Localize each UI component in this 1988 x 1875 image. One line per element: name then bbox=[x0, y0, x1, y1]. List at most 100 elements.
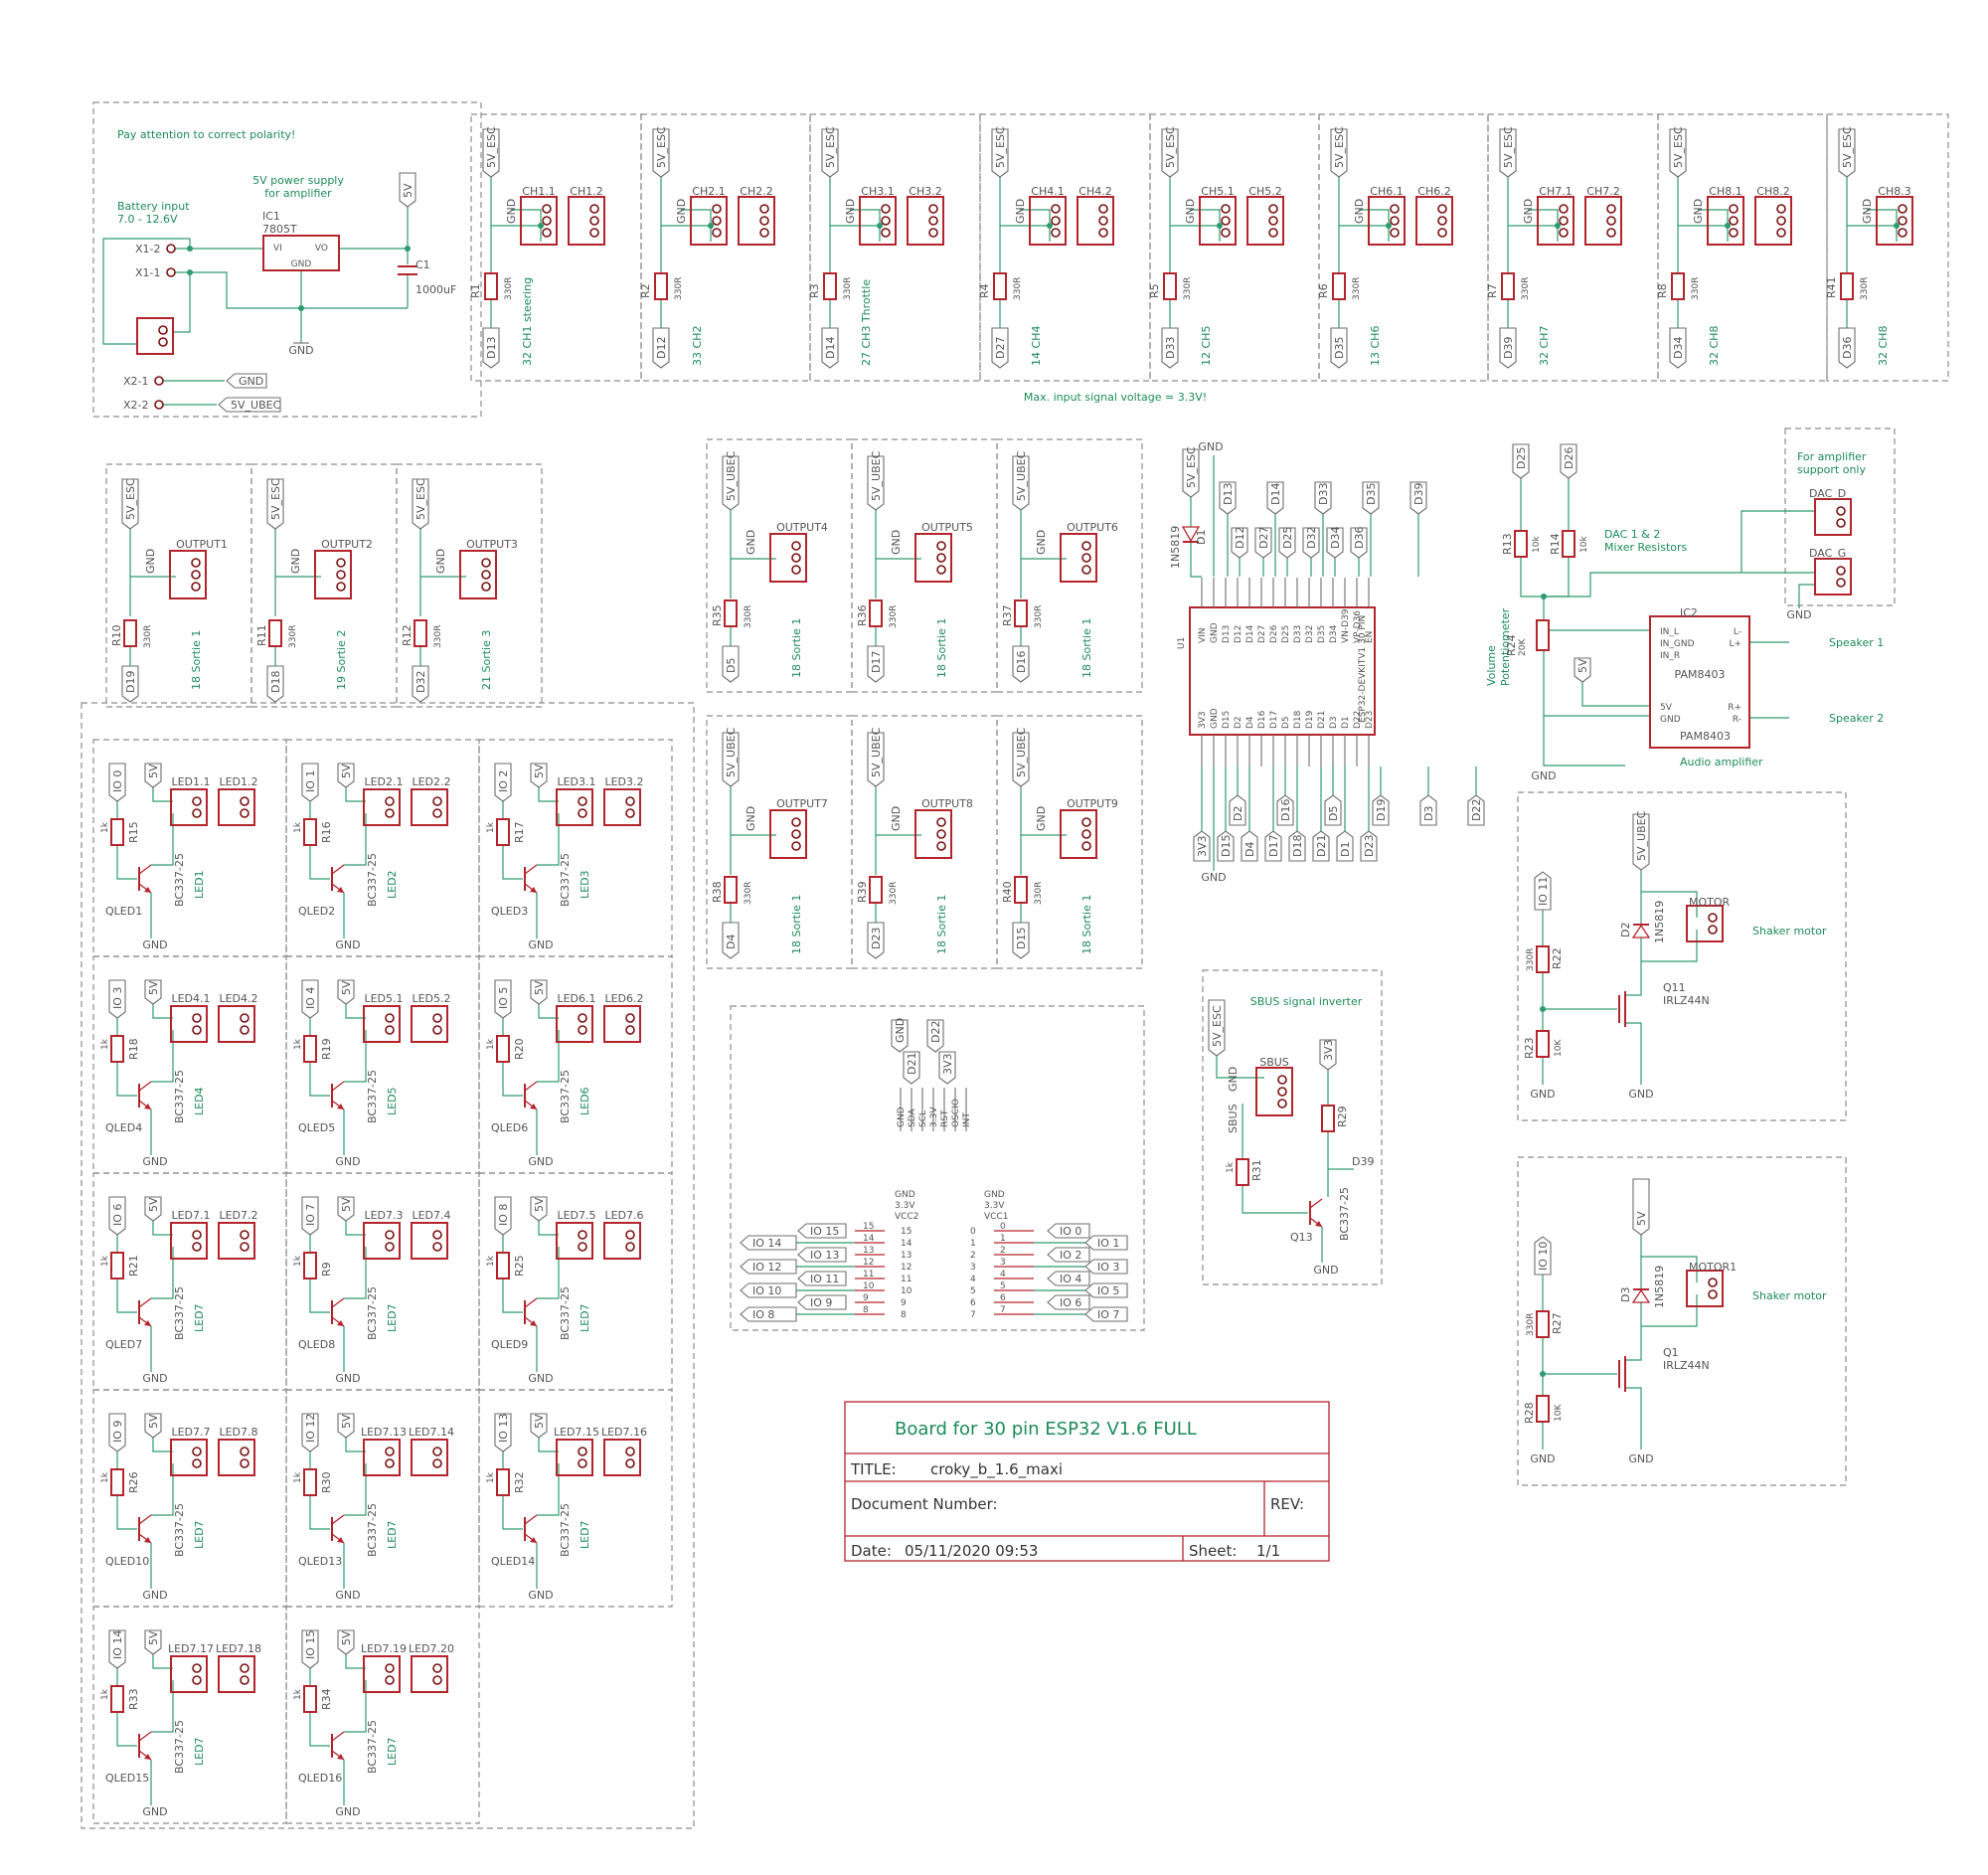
connector-pad bbox=[336, 582, 346, 592]
flag-pin-label: D36 bbox=[1841, 337, 1854, 359]
led-resistor bbox=[496, 1252, 510, 1279]
flag-expander-io-label: IO 6 bbox=[1060, 1296, 1081, 1309]
wire bbox=[537, 1463, 560, 1516]
gnd-label: GND bbox=[745, 806, 757, 831]
connector-pad bbox=[1606, 204, 1616, 214]
title-value: croky_b_1.6_maxi bbox=[930, 1460, 1063, 1479]
gnd-label: GND bbox=[1035, 530, 1048, 555]
output-label: 18 Sortie 1 bbox=[790, 895, 803, 954]
output-connector bbox=[1060, 809, 1097, 859]
motor-resistor bbox=[1536, 945, 1550, 973]
amp-note: For amplifier bbox=[1797, 450, 1867, 463]
esp32-pin-label: D5 bbox=[1281, 716, 1291, 729]
connector-pad bbox=[712, 204, 722, 214]
flag-pin-label: D33 bbox=[1164, 337, 1177, 359]
gnd-label: GND bbox=[890, 806, 903, 831]
channel-frame bbox=[1826, 113, 1949, 382]
transistor-value: BC337-25 bbox=[366, 1503, 379, 1557]
capacitor-value: 1000uF bbox=[415, 283, 456, 296]
flag-io-label: IO 1 bbox=[304, 770, 317, 792]
ic2-name: IC2 bbox=[1680, 606, 1698, 619]
connector-pad bbox=[385, 796, 395, 806]
led-connector-1 bbox=[170, 1005, 208, 1043]
led-label: LED7 bbox=[386, 1737, 399, 1766]
esp32-pin-label: GND bbox=[1210, 708, 1220, 729]
channel-connector-1 bbox=[1707, 196, 1744, 246]
channel-label: 14 CH4 bbox=[1030, 326, 1043, 366]
esp32-pin-label: D33 bbox=[1293, 625, 1303, 643]
motor-connector bbox=[1686, 905, 1724, 942]
connector-pad bbox=[191, 582, 201, 592]
junction-dot bbox=[1555, 223, 1561, 229]
flag-d25-label: D25 bbox=[1515, 447, 1528, 469]
transistor-arrow bbox=[530, 887, 537, 893]
connector-pad bbox=[712, 216, 722, 226]
connector-pad bbox=[385, 1675, 395, 1685]
flag-io bbox=[108, 1413, 126, 1452]
led-connector-label: LED2.2 bbox=[412, 775, 450, 788]
speaker-label: Speaker 2 bbox=[1829, 712, 1884, 725]
power-frame bbox=[92, 101, 482, 418]
flag-esp32-bottom-label: D22 bbox=[1470, 799, 1483, 821]
connector-pad bbox=[759, 204, 769, 214]
sbus-title: SBUS signal inverter bbox=[1250, 995, 1363, 1008]
output-frame bbox=[105, 463, 252, 708]
connector-pad bbox=[936, 541, 946, 551]
output-frame bbox=[996, 715, 1143, 969]
gnd-label: GND bbox=[1353, 199, 1366, 224]
flag-io bbox=[108, 763, 126, 802]
gnd-label: GND bbox=[335, 1372, 360, 1385]
connector-pad bbox=[578, 1013, 587, 1023]
rev-label: REV: bbox=[1270, 1495, 1304, 1513]
gnd-label: GND bbox=[1035, 806, 1048, 831]
connector-pad bbox=[1268, 204, 1278, 214]
esp32-pin-label: D4 bbox=[1245, 716, 1255, 729]
led-connector-1 bbox=[363, 1439, 401, 1476]
flag-expander-io bbox=[797, 1294, 847, 1310]
resistor-name: R30 bbox=[320, 1471, 333, 1493]
flag-expander-io bbox=[740, 1259, 797, 1275]
led-connector-label: LED3.2 bbox=[604, 775, 643, 788]
connector-pad bbox=[385, 808, 395, 818]
output-resistor bbox=[1014, 599, 1028, 627]
transistor-lead bbox=[331, 864, 345, 875]
expander-frame bbox=[730, 1005, 1145, 1331]
connector-pad bbox=[240, 1458, 249, 1468]
connector-pad bbox=[1898, 228, 1907, 238]
motor-name: MOTOR bbox=[1689, 896, 1731, 909]
expander-pin-number: 7 bbox=[1000, 1305, 1006, 1315]
flag-pin bbox=[867, 645, 885, 683]
gnd-label: GND bbox=[1692, 199, 1705, 224]
connector-pad bbox=[240, 1447, 249, 1456]
transistor-lead bbox=[524, 1081, 538, 1092]
expander-pin-label: RST bbox=[940, 1109, 950, 1127]
flag-5v bbox=[337, 979, 355, 1005]
flag-pin bbox=[991, 327, 1009, 369]
connector-pad bbox=[1898, 216, 1907, 226]
wire bbox=[1625, 1326, 1642, 1361]
wire bbox=[538, 787, 559, 802]
flag-esc-label: 5V_ESC bbox=[1333, 126, 1346, 168]
wire bbox=[151, 813, 174, 866]
flag-expander-label: 3V3 bbox=[941, 1053, 954, 1075]
transistor-arrow bbox=[144, 1320, 151, 1326]
channel-connector-2 bbox=[738, 196, 775, 246]
terminal-pad bbox=[154, 400, 164, 410]
transistor-lead bbox=[524, 1297, 538, 1308]
expander-pin-number: 2 bbox=[1000, 1246, 1006, 1256]
resistor-value: 1k bbox=[293, 821, 303, 833]
connector-pad bbox=[791, 553, 801, 563]
flag-io-label: IO 15 bbox=[304, 1630, 317, 1659]
wire bbox=[1544, 572, 1815, 597]
led-connector-1 bbox=[556, 1222, 593, 1260]
transistor-value: BC337-25 bbox=[366, 1070, 379, 1123]
flag-motor-power-label: 5V_UBEC bbox=[1635, 810, 1648, 861]
led-connector-label: LED7.7 bbox=[171, 1426, 210, 1439]
wire bbox=[537, 1247, 560, 1299]
diode-name: D3 bbox=[1619, 1287, 1632, 1302]
flag-io bbox=[1534, 1236, 1552, 1276]
resistor-name: R31 bbox=[1250, 1159, 1263, 1181]
connector-pad bbox=[936, 553, 946, 563]
resistor-name: R10 bbox=[110, 624, 123, 646]
connector-pad bbox=[240, 1663, 249, 1673]
